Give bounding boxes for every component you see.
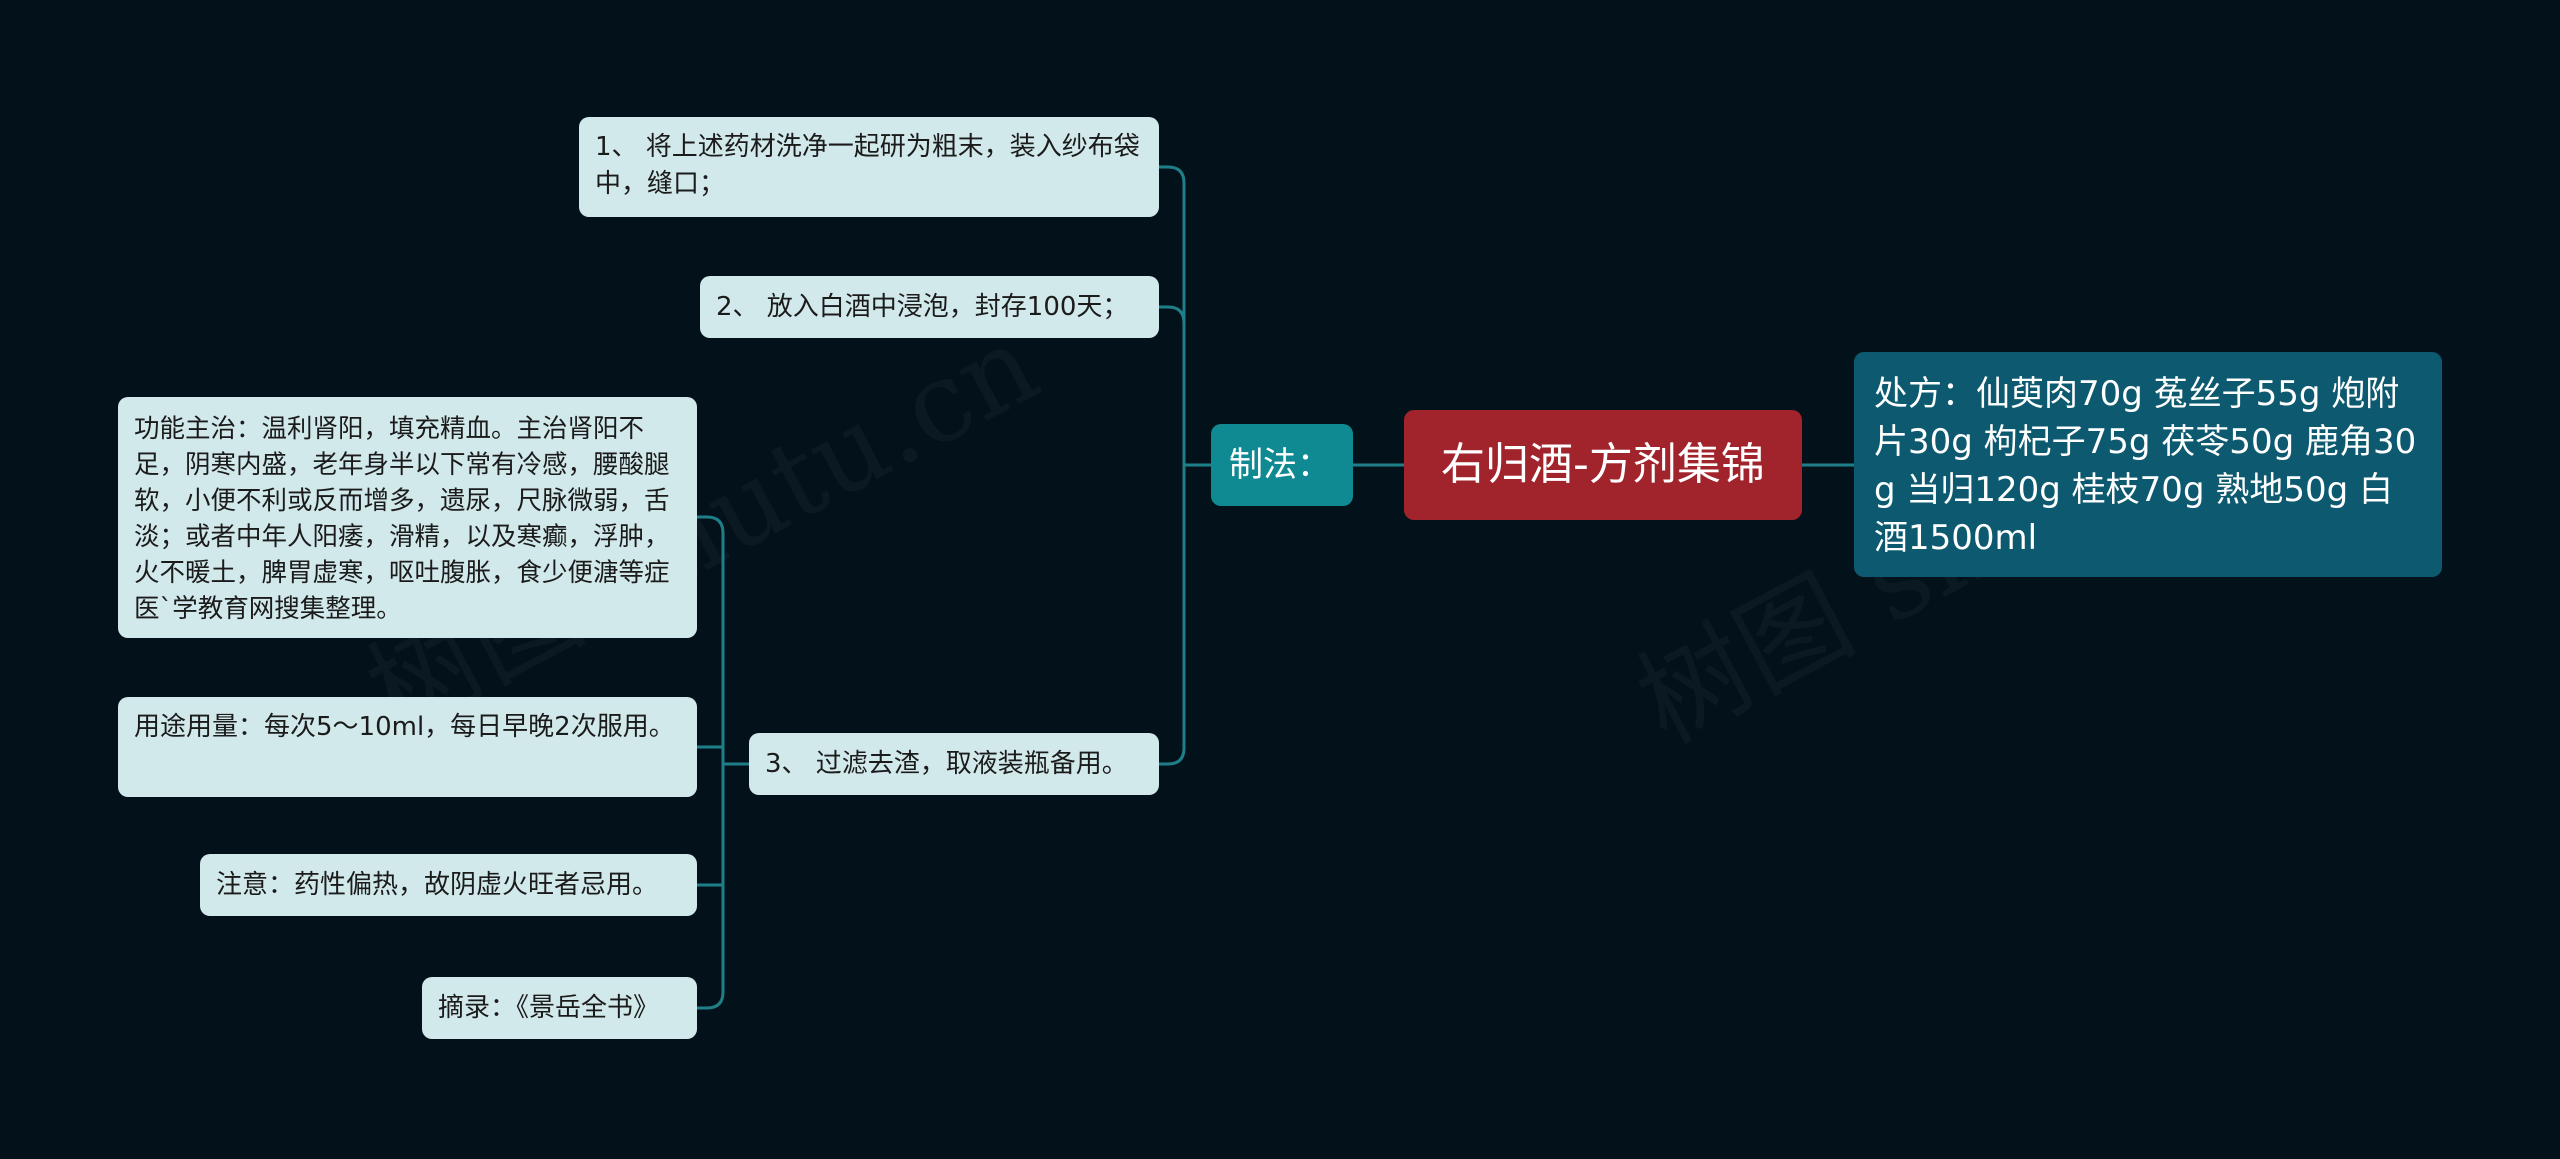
method-node[interactable]: 制法： xyxy=(1211,424,1353,506)
detail-source[interactable]: 摘录：《景岳全书》 xyxy=(422,977,697,1039)
method-step-2[interactable]: 2、 放入白酒中浸泡，封存100天； xyxy=(700,276,1159,338)
method-step-3[interactable]: 3、 过滤去渣，取液装瓶备用。 xyxy=(749,733,1159,795)
detail-dosage[interactable]: 用途用量：每次5～10ml，每日早晚2次服用。 xyxy=(118,697,697,797)
link-step3-details xyxy=(697,515,725,1010)
detail-indications[interactable]: 功能主治：温利肾阳，填充精血。主治肾阳不足，阴寒内盛，老年身半以下常有冷感，腰酸… xyxy=(118,397,697,638)
prescription-node[interactable]: 处方：仙萸肉70g 菟丝子55g 炮附片30g 枸杞子75g 茯苓50g 鹿角3… xyxy=(1854,352,2442,577)
method-step-1[interactable]: 1、 将上述药材洗净一起研为粗末，装入纱布袋中，缝口； xyxy=(579,117,1159,217)
link-method-step1 xyxy=(1159,165,1186,766)
link-method-step2 xyxy=(1159,305,1186,324)
detail-caution[interactable]: 注意：药性偏热，故阴虚火旺者忌用。 xyxy=(200,854,697,916)
root-node-title[interactable]: 右归酒-方剂集锦 xyxy=(1404,410,1802,520)
